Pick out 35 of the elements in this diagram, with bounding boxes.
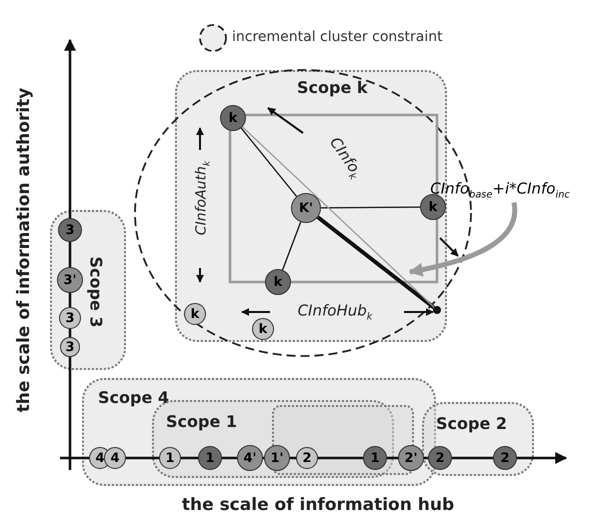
cluster-node: 3 (60, 337, 80, 357)
cluster-node: k (184, 303, 206, 325)
cluster-node: 2 (493, 446, 517, 470)
scope-region (50, 210, 126, 370)
dimension-label: CInfoHub$_{k}$ (298, 302, 372, 322)
axis-title: the scale of information hub (182, 495, 454, 515)
cluster-node: k (220, 105, 246, 131)
connector-line (321, 206, 420, 209)
cluster-node: 3 (58, 218, 82, 242)
axis-title: the scale of information authority (14, 88, 34, 412)
scope-label: Scope 1 (166, 412, 238, 431)
scope-label: Scope 4 (98, 388, 170, 407)
cluster-node: k (265, 269, 291, 295)
connector-line (240, 128, 298, 197)
connector-line (242, 126, 435, 308)
connector-line (316, 216, 436, 310)
cluster-node: 3 (59, 307, 81, 329)
cluster-node: k (252, 318, 274, 340)
corner-dot (433, 306, 441, 314)
connector-line (282, 222, 302, 270)
cluster-node: 4' (237, 445, 263, 471)
cluster-node: 1 (159, 447, 181, 469)
cluster-node: k (420, 194, 446, 220)
cluster-node: K' (291, 193, 321, 223)
scope-region (422, 402, 534, 476)
cluster-node: 4 (104, 447, 126, 469)
legend-label: incremental cluster constraint (232, 29, 443, 45)
scope-label: Scope 2 (436, 414, 508, 433)
scope-label: Scope k (297, 78, 368, 97)
scope-label: Scope 3 (86, 256, 106, 328)
arrow (408, 202, 518, 276)
cluster-node: 3' (57, 267, 83, 293)
scope-region (82, 378, 436, 486)
cluster-node: 2 (428, 446, 452, 470)
cluster-node: 1 (198, 446, 222, 470)
